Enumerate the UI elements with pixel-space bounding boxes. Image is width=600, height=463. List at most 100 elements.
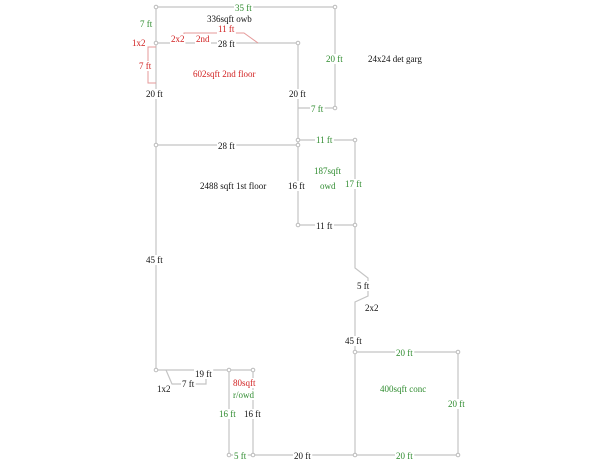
label-background [170, 34, 186, 44]
label-background [145, 89, 165, 99]
label-background [315, 135, 334, 145]
label-background [206, 14, 254, 24]
corner-dot [153, 367, 159, 373]
corner-dot [295, 137, 301, 143]
corner-dots [153, 4, 461, 458]
label: 17 ft [345, 179, 362, 189]
label-background [234, 3, 254, 13]
label: 2x2 [365, 303, 379, 313]
label-background [313, 166, 343, 176]
label: 400sqft conc [380, 384, 426, 394]
label-background [447, 399, 467, 409]
corner-dot [352, 222, 358, 228]
label-background [356, 281, 371, 291]
label: owd [320, 181, 336, 191]
label-background [192, 69, 257, 79]
label-background [232, 390, 256, 400]
label: 28 ft [218, 39, 235, 49]
corner-dot [352, 137, 358, 143]
label: r/owd [233, 390, 254, 400]
corner-dot [352, 349, 358, 355]
label-background [395, 451, 415, 461]
label: 20 ft [396, 348, 413, 358]
dimension-labels: 35 ft 7 ft 336sqft owb 11 ft 1x2 2x2 2nd… [132, 3, 465, 461]
label-background [288, 89, 308, 99]
corner-dot [250, 367, 256, 373]
label: 602sqft 2nd floor [193, 69, 256, 79]
bottom-left-outline [156, 351, 459, 456]
label: 20 ft [448, 399, 465, 409]
corner-dot [153, 142, 159, 148]
corner-dot [153, 4, 159, 10]
label-background [139, 19, 154, 29]
label-background [367, 54, 424, 64]
corner-dot [455, 349, 461, 355]
label: 80sqft [233, 378, 256, 388]
label-background [218, 409, 238, 419]
label: 24x24 det garg [368, 54, 422, 64]
corner-dot [295, 222, 301, 228]
label-background [344, 179, 364, 189]
label-background [395, 348, 415, 358]
label: 16 ft [219, 409, 236, 419]
label: 45 ft [345, 336, 362, 346]
label: 19 ft [195, 369, 212, 379]
label-background [131, 38, 147, 48]
label: 11 ft [218, 24, 235, 34]
label-background [232, 378, 257, 388]
label: 187sqft [314, 166, 341, 176]
corner-dot [153, 40, 159, 46]
label-background [217, 39, 237, 49]
label: 16 ft [244, 409, 261, 419]
label: 336sqft owb [207, 14, 252, 24]
corner-dot [226, 452, 232, 458]
corner-dot [352, 452, 358, 458]
corner-dot [250, 452, 256, 458]
label: 7 ft [140, 19, 153, 29]
label: 2488 sqft 1st floor [200, 181, 266, 191]
label-background [293, 451, 313, 461]
label: 20 ft [326, 54, 343, 64]
label-background [310, 104, 325, 114]
corner-dot [226, 367, 232, 373]
label: 2x2 [171, 34, 185, 44]
label-background [199, 181, 268, 191]
label-background [344, 336, 364, 346]
label-background [379, 384, 428, 394]
label-background [156, 384, 172, 394]
label: 20 ft [294, 451, 311, 461]
label: 35 ft [235, 3, 252, 13]
label: 5 ft [234, 451, 247, 461]
label-background [217, 24, 236, 34]
label: 2nd [196, 34, 210, 44]
corner-dot [295, 142, 301, 148]
label: 20 ft [396, 451, 413, 461]
label: 7 ft [139, 61, 152, 71]
label: 7 ft [311, 104, 324, 114]
corner-dot [332, 4, 338, 10]
label-background [325, 54, 345, 64]
label-background [315, 221, 334, 231]
label-background [194, 369, 214, 379]
label-backgrounds [131, 3, 467, 461]
label: 1x2 [132, 38, 146, 48]
label: 11 ft [316, 221, 333, 231]
label: 1x2 [157, 384, 171, 394]
label: 28 ft [218, 141, 235, 151]
label-background [138, 61, 153, 71]
label: 20 ft [146, 89, 163, 99]
label-background [217, 141, 237, 151]
label: 7 ft [182, 379, 195, 389]
label-background [145, 255, 165, 265]
label: 20 ft [289, 89, 306, 99]
corner-dot [332, 105, 338, 111]
label-background [195, 34, 211, 44]
label-background [243, 409, 263, 419]
label: 11 ft [316, 135, 333, 145]
label-background [319, 181, 337, 191]
label-background [233, 451, 248, 461]
label: 45 ft [146, 255, 163, 265]
label-background [181, 379, 196, 389]
corner-dot [455, 452, 461, 458]
